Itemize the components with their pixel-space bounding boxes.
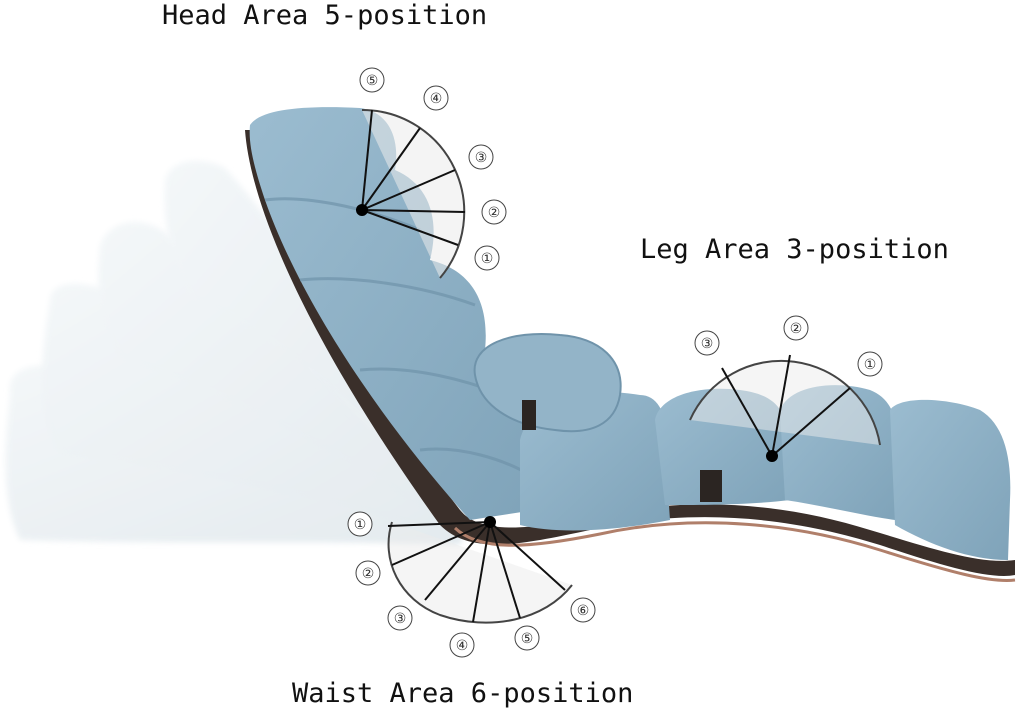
svg-text:①: ① <box>481 251 494 267</box>
head-pivot <box>356 204 368 216</box>
svg-text:②: ② <box>488 205 501 221</box>
svg-text:⑥: ⑥ <box>577 603 590 619</box>
head-pos-4: ④ <box>423 85 449 111</box>
waist-pos-4: ④ <box>449 632 475 658</box>
lumbar-pillow <box>473 333 622 433</box>
waist-pos-3: ③ <box>387 605 413 631</box>
leg-pos-1: ① <box>857 351 883 377</box>
svg-text:③: ③ <box>394 611 407 627</box>
pillow-strap <box>522 400 536 430</box>
svg-text:②: ② <box>362 566 375 582</box>
waist-pos-6: ⑥ <box>570 597 596 623</box>
head-pos-3: ③ <box>468 144 494 170</box>
waist-position-labels: ① ② ③ ④ ⑤ ⑥ <box>347 511 596 658</box>
svg-text:②: ② <box>790 321 803 337</box>
blue-cushion <box>249 107 1011 560</box>
leg-cushion-3 <box>890 399 1011 560</box>
waist-area-caption: Waist Area 6-position <box>292 678 634 709</box>
svg-text:③: ③ <box>701 336 714 352</box>
leg-pos-2: ② <box>783 315 809 341</box>
leg-angle-guide: ① ② ③ <box>689 315 883 462</box>
leg-pos-3: ③ <box>694 330 720 356</box>
waist-pos-1: ① <box>347 511 373 537</box>
svg-text:③: ③ <box>475 150 488 166</box>
leg-position-labels: ① ② ③ <box>694 315 883 377</box>
head-pos-1: ① <box>474 245 500 271</box>
head-position-labels: ① ② ③ ④ ⑤ <box>359 67 507 271</box>
head-area-caption: Head Area 5-position <box>162 0 488 31</box>
svg-text:⑤: ⑤ <box>521 631 534 647</box>
svg-text:①: ① <box>354 517 367 533</box>
leg-pivot <box>766 450 778 462</box>
leg-strap <box>700 470 722 502</box>
svg-text:④: ④ <box>430 91 443 107</box>
waist-pos-2: ② <box>355 560 381 586</box>
waist-pos-5: ⑤ <box>514 625 540 651</box>
svg-text:④: ④ <box>456 638 469 654</box>
leg-area-caption: Leg Area 3-position <box>640 234 949 265</box>
svg-text:⑤: ⑤ <box>366 73 379 89</box>
head-pos-5: ⑤ <box>359 67 385 93</box>
backrest-cushion <box>249 107 541 520</box>
waist-pivot <box>484 516 496 528</box>
head-angle-guide: ① ② ③ ④ ⑤ <box>356 67 507 279</box>
waist-angle-guide: ① ② ③ ④ ⑤ ⑥ <box>347 511 596 658</box>
svg-text:①: ① <box>864 357 877 373</box>
head-pos-2: ② <box>481 199 507 225</box>
